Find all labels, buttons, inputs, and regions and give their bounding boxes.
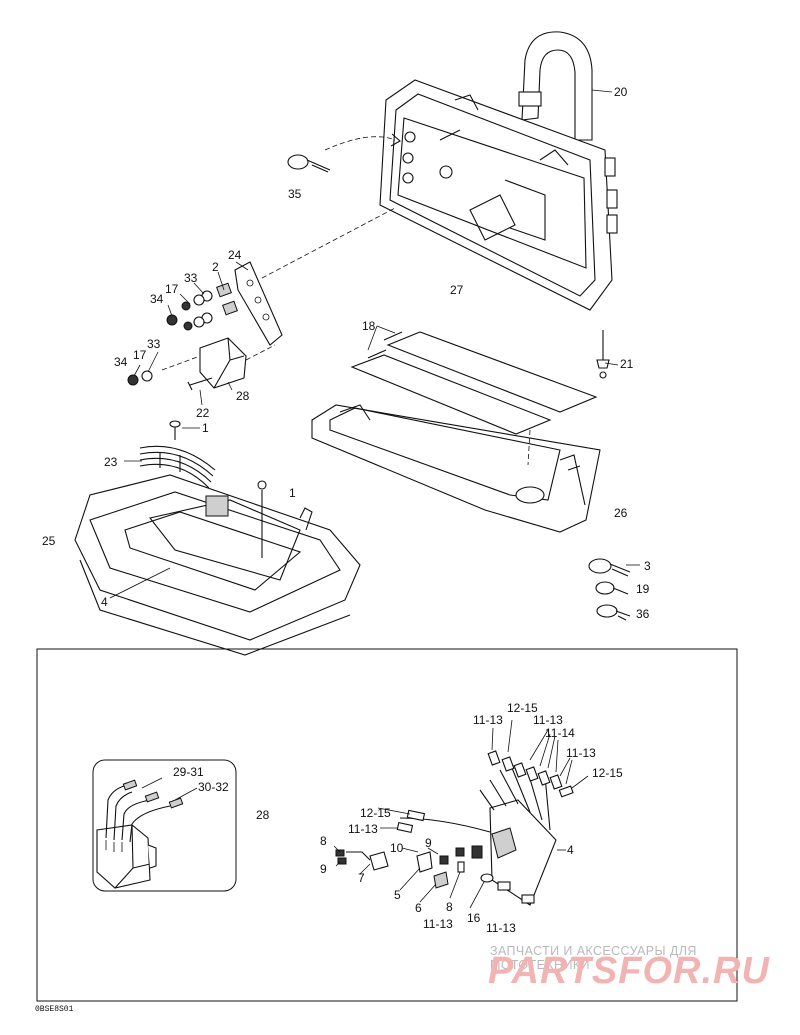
harness-23 bbox=[139, 445, 216, 489]
label-11-13-d: 11-13 bbox=[348, 822, 378, 836]
label-detail-28: 28 bbox=[256, 808, 270, 822]
label-11-14: 11-14 bbox=[545, 726, 575, 740]
label-5: 5 bbox=[394, 888, 401, 902]
label-10: 10 bbox=[390, 841, 404, 855]
label-19: 19 bbox=[636, 582, 650, 596]
label-26: 26 bbox=[614, 506, 628, 520]
label-35: 35 bbox=[288, 187, 302, 201]
label-21: 21 bbox=[620, 357, 634, 371]
label-18: 18 bbox=[362, 319, 376, 333]
label-7: 7 bbox=[358, 871, 365, 885]
label-25: 25 bbox=[42, 534, 56, 548]
label-11-13-e: 11-13 bbox=[423, 917, 453, 931]
detail-frame bbox=[36, 648, 738, 1002]
label-8-a: 8 bbox=[320, 834, 327, 848]
label-detail-4: 4 bbox=[567, 843, 574, 857]
inset-relay bbox=[96, 777, 198, 889]
label-33: 33 bbox=[184, 271, 198, 285]
label-11-13-c: 11-13 bbox=[566, 746, 596, 760]
label-17-lower: 17 bbox=[133, 348, 147, 362]
relay-28 bbox=[127, 337, 276, 391]
label-24: 24 bbox=[228, 248, 242, 262]
detail-inset bbox=[92, 759, 237, 892]
bracket-24 bbox=[234, 207, 396, 346]
label-27: 27 bbox=[450, 283, 464, 297]
case-27 bbox=[379, 79, 618, 311]
label-9-b: 9 bbox=[425, 836, 432, 850]
label-6: 6 bbox=[415, 901, 422, 915]
label-12-15-b: 12-15 bbox=[592, 766, 623, 780]
watermark-logo: PARTSFOR.RU bbox=[488, 950, 770, 992]
label-34-lower: 34 bbox=[114, 355, 128, 369]
label-3: 3 bbox=[644, 559, 651, 573]
label-28: 28 bbox=[236, 389, 250, 403]
label-30-32: 30-32 bbox=[198, 780, 229, 794]
cable-tie-35 bbox=[287, 133, 401, 173]
label-22: 22 bbox=[196, 406, 210, 420]
label-2: 2 bbox=[212, 260, 219, 274]
label-11-13-a: 11-13 bbox=[473, 713, 503, 727]
label-9-a: 9 bbox=[320, 862, 327, 876]
label-36: 36 bbox=[636, 607, 650, 621]
label-11-13-f: 11-13 bbox=[486, 921, 516, 935]
label-17: 17 bbox=[165, 282, 179, 296]
label-4: 4 bbox=[101, 595, 108, 609]
label-33-lower: 33 bbox=[147, 337, 161, 351]
label-12-15-a: 12-15 bbox=[507, 701, 538, 715]
connector-board-4 bbox=[479, 719, 589, 906]
clamp-set-3-19-36 bbox=[588, 558, 631, 621]
label-23: 23 bbox=[104, 455, 118, 469]
label-1-bolt: 1 bbox=[289, 486, 296, 500]
label-1-screw: 1 bbox=[202, 421, 209, 435]
label-34: 34 bbox=[150, 292, 164, 306]
label-11-13-b: 11-13 bbox=[533, 713, 563, 727]
tray-26 bbox=[311, 404, 601, 533]
watermark-subtitle: ЗАПЧАСТИ И АКСЕССУАРЫ ДЛЯ МОТОТЕХНИКИ bbox=[490, 944, 697, 972]
pin-21 bbox=[596, 330, 610, 379]
label-29-31: 29-31 bbox=[173, 765, 204, 779]
base-box-25 bbox=[74, 420, 361, 656]
label-16: 16 bbox=[467, 911, 481, 925]
figure-code: 0BSE8S01 bbox=[35, 1005, 74, 1014]
label-8-b: 8 bbox=[446, 900, 453, 914]
label-12-15-c: 12-15 bbox=[360, 806, 391, 820]
small-terminals bbox=[333, 807, 494, 909]
leader-lines-upper bbox=[109, 89, 640, 599]
foam-pads-18 bbox=[350, 331, 598, 435]
label-20: 20 bbox=[614, 85, 628, 99]
